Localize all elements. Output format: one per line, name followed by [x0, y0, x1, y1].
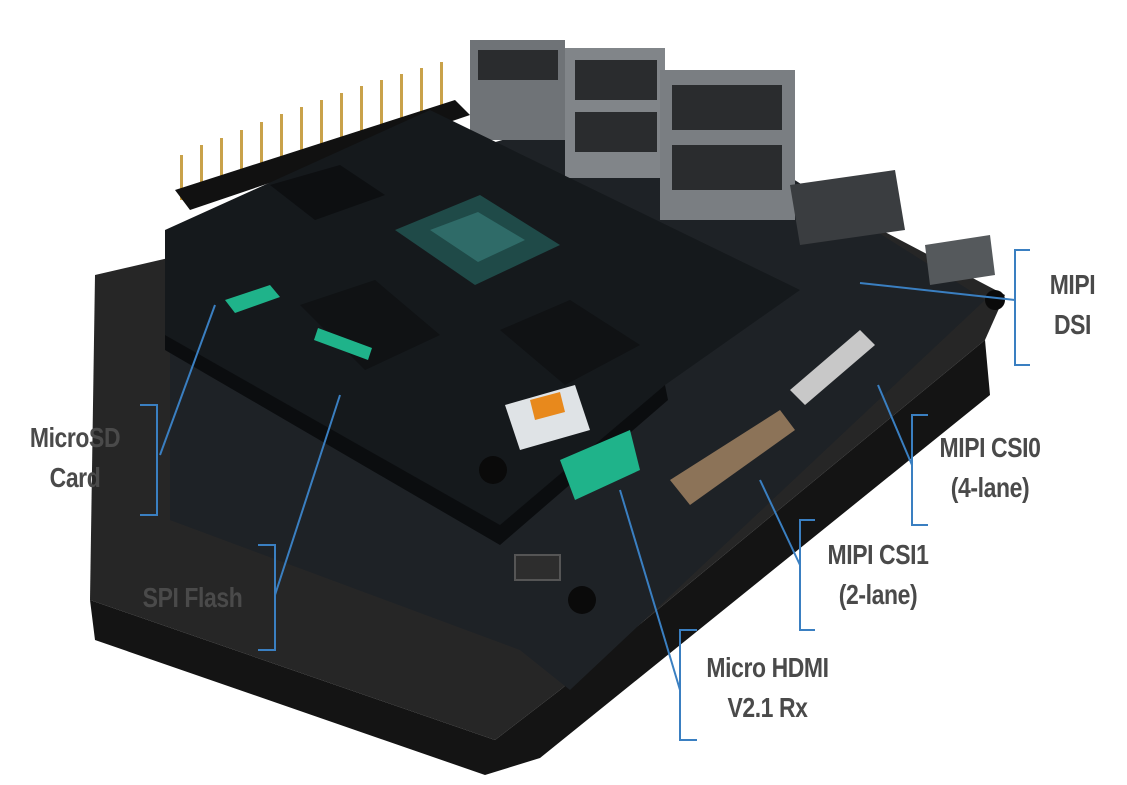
green-label-chip: [314, 328, 372, 360]
screw: [479, 456, 507, 484]
green-label-io: [560, 430, 640, 500]
usb-c-port: [925, 235, 995, 285]
leader-lines: [159, 282, 1016, 691]
callout-mipi-csi0-line1: MIPI CSI0: [939, 432, 1041, 463]
callout-mipi-csi1-line1: MIPI CSI1: [827, 539, 929, 570]
screw: [985, 290, 1005, 310]
callout-brackets: [140, 249, 1030, 741]
memory-chip-left: [300, 280, 440, 370]
csi0-connector: [790, 330, 875, 405]
callout-mipi-csi1-line2: (2-lane): [838, 579, 918, 610]
usb-ports: [470, 40, 795, 220]
memory-chip-right: [500, 300, 640, 385]
callout-micro-hdmi-line1: Micro HDMI: [706, 652, 829, 683]
callout-microsd-line2: Card: [49, 462, 101, 493]
callout-mipi-csi1: MIPI CSI1 (2-lane): [812, 535, 943, 615]
callout-microsd: MicroSD Card: [18, 418, 133, 498]
callout-mipi-dsi-line2: DSI: [1053, 309, 1092, 340]
screw: [568, 586, 596, 614]
flash-chip: [270, 165, 385, 220]
callout-mipi-csi0-line2: (4-lane): [950, 472, 1030, 503]
callout-micro-hdmi-line2: V2.1 Rx: [727, 692, 808, 723]
callout-mipi-dsi: MIPI DSI: [1038, 265, 1108, 345]
hdmi-port: [790, 170, 905, 245]
callout-mipi-csi0: MIPI CSI0 (4-lane): [924, 428, 1055, 508]
micro-hdmi-connector: [505, 385, 590, 450]
reset-button: [514, 554, 561, 581]
callout-spi-flash: SPI Flash: [125, 578, 260, 618]
callout-mipi-dsi-line1: MIPI: [1049, 269, 1096, 300]
som-board-edge: [165, 335, 668, 545]
callout-spi-flash-line1: SPI Flash: [142, 582, 243, 613]
micro-hdmi-tab: [530, 392, 565, 420]
green-label-top: [225, 285, 280, 313]
callout-micro-hdmi: Micro HDMI V2.1 Rx: [696, 648, 840, 728]
csi1-connector: [670, 410, 795, 505]
callout-microsd-line1: MicroSD: [29, 422, 121, 453]
gpio-header: [180, 62, 443, 200]
soc-die: [430, 212, 525, 262]
